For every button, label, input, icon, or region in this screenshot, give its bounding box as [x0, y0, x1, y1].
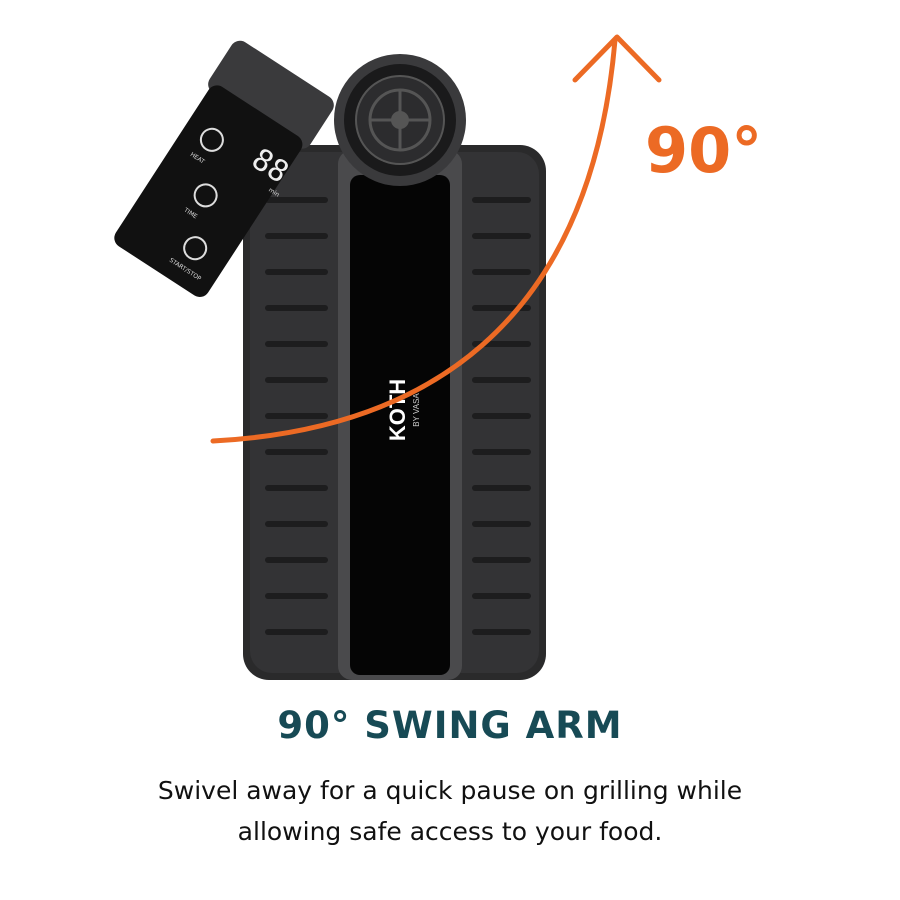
- control-panel: 88 HEAT TIME START/STOP min: [114, 40, 334, 297]
- description-line: Swivel away for a quick pause on grillin…: [157, 776, 743, 805]
- feature-description: Swivel away for a quick pause on grillin…: [0, 770, 900, 852]
- svg-text:KOTH: KOTH: [385, 379, 410, 441]
- logo: KOTH BY VASA: [385, 379, 421, 441]
- svg-text:BY VASA: BY VASA: [412, 393, 421, 427]
- product-image: KOTH BY VASA 88 HEAT TIME START/STOP min…: [114, 34, 762, 680]
- feature-title: 90° SWING ARM: [277, 704, 623, 747]
- description-line: allowing safe access to your food.: [237, 817, 663, 846]
- angle-label: 90°: [645, 114, 762, 187]
- swing-arm: [334, 54, 466, 680]
- rotation-arrow: [210, 34, 662, 444]
